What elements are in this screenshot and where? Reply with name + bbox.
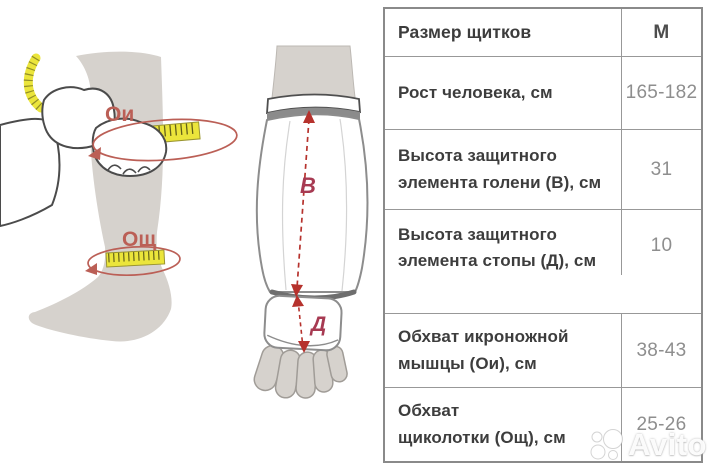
size-table: Размер щитков М Рост человека, см 165-18… xyxy=(383,7,703,463)
sleeve xyxy=(0,117,61,227)
arrowhead xyxy=(88,147,101,160)
arrowhead-up xyxy=(292,295,304,307)
table-header-row: Размер щитков М xyxy=(385,9,701,57)
table-row: Обхват щиколотки (Ощ), см 25-26 xyxy=(385,388,701,461)
shin-height-label: В xyxy=(300,173,316,198)
arrowhead-down xyxy=(291,284,303,297)
table-row: Высота защитного элемента голени (В), см… xyxy=(385,130,701,210)
table-header-size: М xyxy=(653,21,670,43)
measurement-diagram: Ои Ощ xyxy=(0,45,369,399)
row-label: Высота защитного элемента стопы (Д), см xyxy=(385,210,622,275)
guard-body xyxy=(255,113,369,293)
row-value: 10 xyxy=(650,235,673,256)
table-row: Обхват икроножной мышцы (Ои), см 38-43 xyxy=(385,314,701,388)
arrowhead xyxy=(85,263,97,275)
arrowhead-up xyxy=(303,110,315,123)
toes xyxy=(253,344,348,399)
row-value: 38-43 xyxy=(636,339,687,361)
foot-height-arrow xyxy=(292,295,310,353)
table-header-label: Размер щитков xyxy=(385,9,622,56)
calf-label: Ои xyxy=(105,103,134,126)
row-value: 25-26 xyxy=(636,413,687,435)
table-row: Высота защитного элемента стопы (Д), см … xyxy=(385,210,701,314)
row-label: Обхват икроножной мышцы (Ои), см xyxy=(385,314,622,387)
ankle-measure-ellipse xyxy=(85,245,181,277)
lower-fist xyxy=(91,117,168,177)
table-row: Рост человека, см 165-182 xyxy=(385,57,701,130)
draped-tape xyxy=(23,53,46,113)
foot-height-label: Д xyxy=(309,313,326,336)
ankle-tape xyxy=(105,249,166,268)
ankle-label: Ощ xyxy=(122,228,156,251)
measuring-hands xyxy=(0,86,168,227)
guard-crease-left xyxy=(281,120,291,291)
diagram-svg: Ои Ощ xyxy=(0,45,369,399)
row-label: Обхват щиколотки (Ощ), см xyxy=(385,388,622,461)
shin-height-arrow xyxy=(291,110,315,297)
row-value: 31 xyxy=(650,158,673,180)
knuckle-lines xyxy=(107,164,151,175)
calf-measure-ellipse xyxy=(88,118,238,162)
guard-crease-right xyxy=(339,118,348,292)
shin-guard-figure xyxy=(253,45,369,399)
knee-shape xyxy=(271,45,356,99)
arrowhead-down xyxy=(298,341,310,353)
row-label: Рост человека, см xyxy=(385,57,622,129)
row-label: Высота защитного элемента голени (В), см xyxy=(385,130,622,209)
row-value: 165-182 xyxy=(625,82,698,103)
